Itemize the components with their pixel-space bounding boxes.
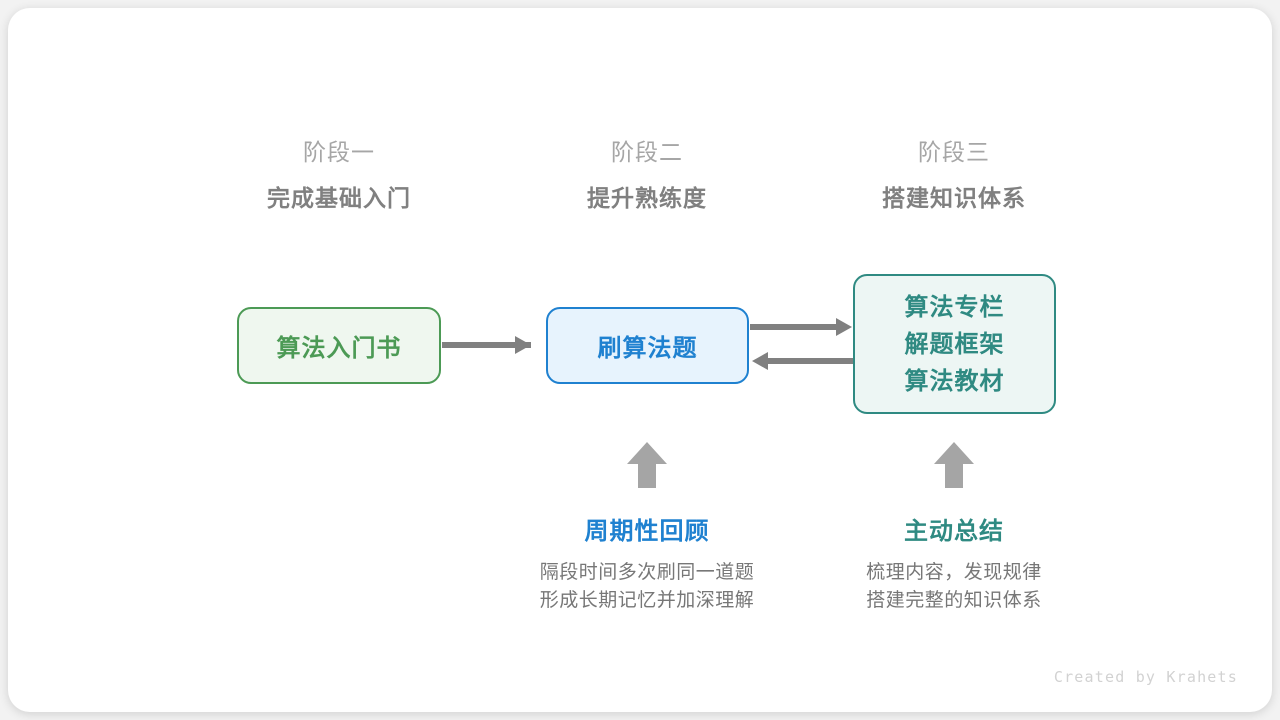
node-learning-resources: 算法专栏 解题框架 算法教材 (853, 274, 1056, 414)
arrow-resources-to-practice-shaft (767, 358, 853, 364)
annotation-summary-desc-line-1: 梳理内容，发现规律 (866, 562, 1042, 583)
arrow-up-summary-icon (934, 442, 974, 488)
node-resources-line-1: 算法专栏 (904, 293, 1005, 321)
arrow-up-review-icon (627, 442, 667, 488)
arrow-resources-to-practice-head-icon (752, 352, 768, 370)
arrow-book-to-practice-shaft (442, 342, 531, 348)
stage-header-3: 阶段三 搭建知识体系 (824, 135, 1084, 215)
node-resources-line-2: 解题框架 (904, 330, 1005, 358)
arrow-practice-to-resources-head-icon (836, 318, 852, 336)
annotation-review-title: 周期性回顾 (584, 518, 710, 545)
stage-label-3: 阶段三 (918, 139, 990, 165)
node-resources-line-3: 算法教材 (904, 367, 1005, 395)
arrow-practice-to-resources-shaft (750, 324, 842, 330)
stage-header-2: 阶段二 提升熟练度 (517, 135, 777, 215)
node-practice-label: 刷算法题 (597, 335, 698, 362)
node-algorithm-intro-book: 算法入门书 (237, 307, 441, 384)
annotation-active-summary: 主动总结 梳理内容，发现规律 搭建完整的知识体系 (804, 516, 1104, 615)
diagram-card: 阶段一 完成基础入门 阶段二 提升熟练度 阶段三 搭建知识体系 算法入门书 刷算… (8, 8, 1272, 712)
node-practice-problems: 刷算法题 (546, 307, 749, 384)
stage-label-1: 阶段一 (303, 139, 375, 165)
annotation-summary-title: 主动总结 (904, 518, 1004, 545)
stage-title-2: 提升熟练度 (587, 185, 707, 211)
stage-header-1: 阶段一 完成基础入门 (209, 135, 469, 215)
stage-title-1: 完成基础入门 (267, 185, 411, 211)
annotation-review-desc-line-2: 形成长期记忆并加深理解 (539, 590, 755, 611)
footer-credit: Created by Krahets (1053, 668, 1238, 686)
stage-title-3: 搭建知识体系 (882, 185, 1026, 211)
stage-label-2: 阶段二 (611, 139, 683, 165)
annotation-review-desc-line-1: 隔段时间多次刷同一道题 (539, 562, 755, 583)
annotation-periodic-review: 周期性回顾 隔段时间多次刷同一道题 形成长期记忆并加深理解 (497, 516, 797, 615)
node-book-label: 算法入门书 (276, 335, 402, 362)
arrow-book-to-practice-head-icon (515, 336, 531, 354)
annotation-summary-desc-line-2: 搭建完整的知识体系 (866, 590, 1042, 611)
